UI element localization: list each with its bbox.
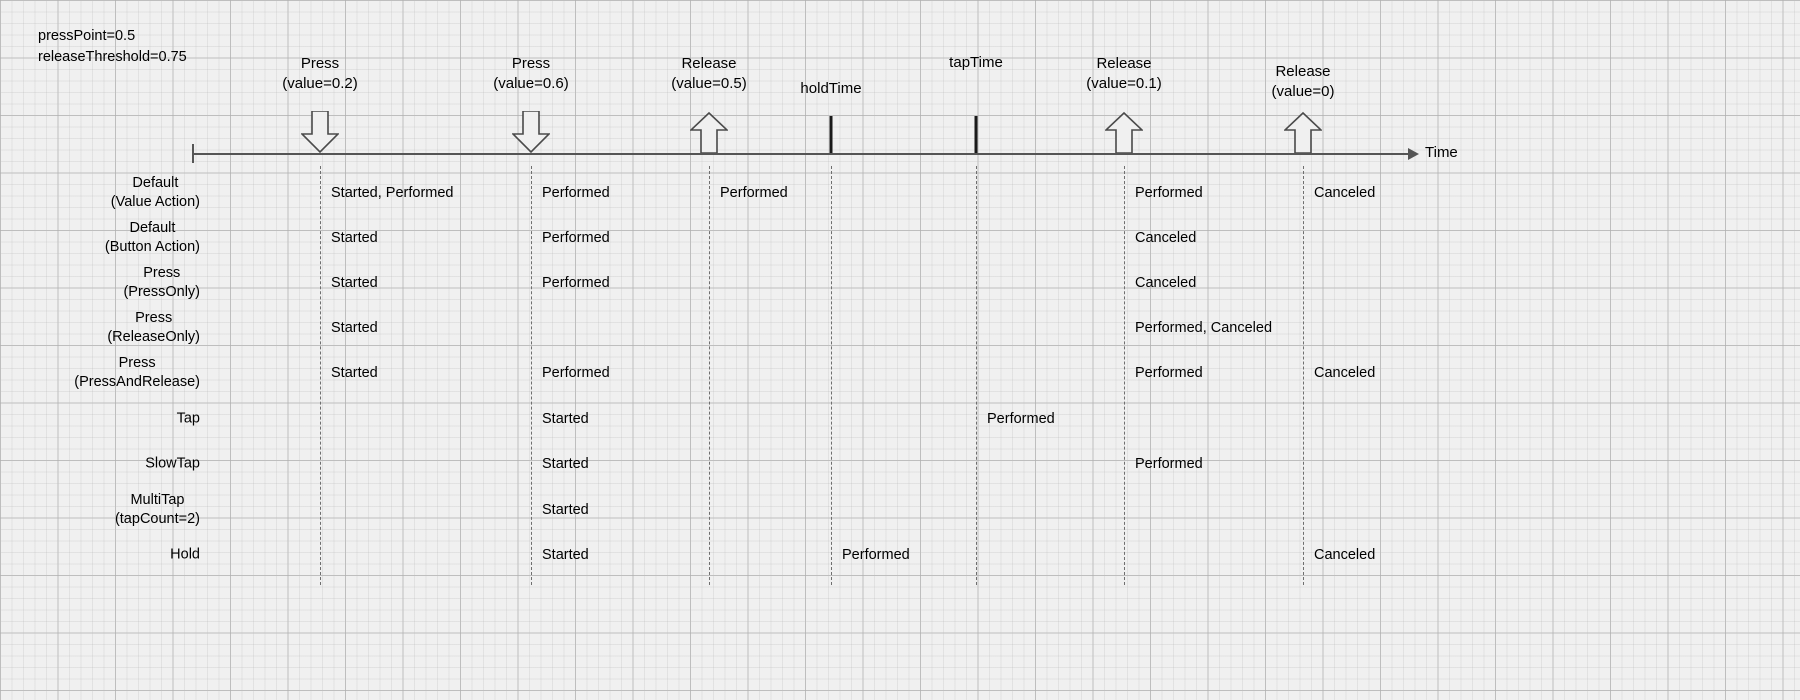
row-label-tap: Tap (176, 410, 200, 427)
event-label-tap-time: tapTime (949, 54, 1003, 71)
row-label-slowtap: SlowTap (145, 455, 200, 472)
cell-press-pressandrelease-press-2: Performed (542, 365, 610, 381)
cell-hold-press-2: Started (542, 547, 589, 563)
cell-slowtap-press-2: Started (542, 456, 589, 472)
event-label-release-1: Release (value=0.5) (671, 55, 747, 92)
arrow-up-icon-release-1 (688, 111, 730, 158)
cell-press-pressonly-press-1: Started (331, 275, 378, 291)
guide-line-press-1 (320, 166, 321, 585)
cell-press-pressandrelease-press-1: Started (331, 365, 378, 381)
parameters-annotation: pressPoint=0.5 releaseThreshold=0.75 (38, 28, 187, 65)
cell-default-button-action-release-2: Canceled (1135, 230, 1197, 246)
cell-default-value-action-release-2: Performed (1135, 185, 1203, 201)
event-label-release-3: Release (value=0) (1271, 63, 1335, 100)
row-label-default-value-action: Default (Value Action) (110, 174, 200, 210)
event-label-release-2: Release (value=0.1) (1086, 55, 1162, 92)
event-label-hold-time: holdTime (800, 80, 862, 97)
cell-default-value-action-release-3: Canceled (1314, 185, 1376, 201)
time-axis-arrowhead (1408, 148, 1419, 160)
arrow-down-icon-press-2 (511, 110, 551, 158)
cell-press-pressandrelease-release-2: Performed (1135, 365, 1203, 381)
cell-default-button-action-press-1: Started (331, 230, 378, 246)
arrow-up-icon-release-2 (1103, 111, 1145, 158)
cell-press-pressonly-press-2: Performed (542, 275, 610, 291)
arrow-up-icon-release-3 (1282, 111, 1324, 158)
cell-hold-release-3: Canceled (1314, 547, 1376, 563)
cell-default-value-action-press-2: Performed (542, 185, 610, 201)
arrow-down-icon-press-1 (300, 110, 340, 158)
event-label-press-2: Press (value=0.6) (493, 55, 569, 92)
time-axis-label: Time (1425, 144, 1458, 161)
cell-default-value-action-press-1: Started, Performed (331, 185, 454, 201)
tick-marker-tap-time (974, 116, 978, 153)
time-axis-line (192, 153, 1408, 155)
cell-press-pressandrelease-release-3: Canceled (1314, 365, 1376, 381)
cell-hold-hold-time: Performed (842, 547, 910, 563)
guide-line-hold-time (831, 166, 832, 585)
row-label-multitap: MultiTap (tapCount=2) (114, 491, 200, 527)
row-label-press-pressandrelease: Press (PressAndRelease) (74, 354, 200, 390)
guide-line-release-3 (1303, 166, 1304, 585)
row-label-press-pressonly: Press (PressOnly) (123, 264, 200, 300)
row-label-press-releaseonly: Press (ReleaseOnly) (107, 309, 200, 345)
time-axis-origin-cap (192, 144, 194, 163)
cell-press-releaseonly-press-1: Started (331, 320, 378, 336)
row-label-hold: Hold (170, 546, 200, 563)
cell-default-button-action-press-2: Performed (542, 230, 610, 246)
cell-press-pressonly-release-2: Canceled (1135, 275, 1197, 291)
guide-line-release-1 (709, 166, 710, 585)
cell-multitap-press-2: Started (542, 502, 589, 518)
row-label-default-button-action: Default (Button Action) (104, 219, 200, 255)
guide-line-press-2 (531, 166, 532, 585)
tick-marker-hold-time (829, 116, 833, 153)
guide-line-tap-time (976, 166, 977, 585)
cell-slowtap-release-2: Performed (1135, 456, 1203, 472)
cell-tap-tap-time: Performed (987, 411, 1055, 427)
cell-press-releaseonly-release-2: Performed, Canceled (1135, 320, 1273, 336)
guide-line-release-2 (1124, 166, 1125, 585)
cell-default-value-action-release-1: Performed (720, 185, 788, 201)
cell-tap-press-2: Started (542, 411, 589, 427)
event-label-press-1: Press (value=0.2) (282, 55, 358, 92)
